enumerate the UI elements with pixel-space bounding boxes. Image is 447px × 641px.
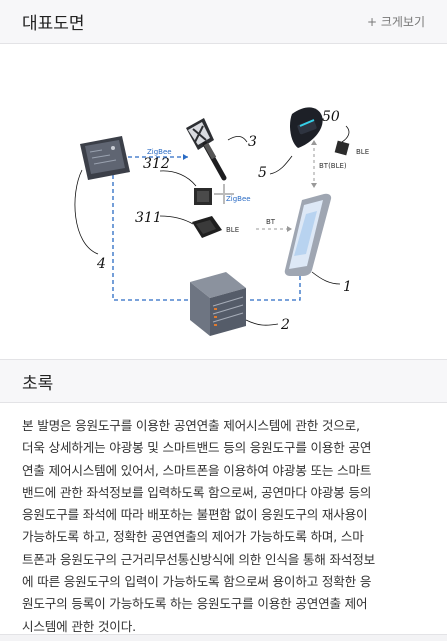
label-1: 1	[343, 279, 352, 295]
leader-311	[159, 215, 194, 225]
label-311: 311	[135, 210, 162, 226]
server-icon	[190, 272, 246, 336]
abstract-line: 더욱 상세하게는 야광봉 및 스마트밴드 등의 응원도구를 이용한 공연	[22, 440, 372, 456]
label-zigbee-right: ZigBee	[226, 195, 251, 203]
bottom-divider	[0, 634, 447, 641]
abstract-line: 시스템에 관한 것이다.	[22, 618, 136, 634]
abstract-line: 연출 제어시스템에 있어서, 스마트폰을 이용하여 야광봉 또는 스마트	[22, 462, 372, 478]
control-console-icon	[80, 136, 130, 180]
representative-drawing-figure[interactable]: 50 3 312 5 311 4 1 2 ZigBee ZigBee BLE B…	[0, 44, 447, 359]
label-3: 3	[248, 134, 257, 150]
representative-drawing-header: 대표도면 + 크게보기	[0, 0, 447, 44]
label-ble-mid: BLE	[226, 226, 239, 234]
system-diagram: 50 3 312 5 311 4 1 2 ZigBee ZigBee BLE B…	[74, 107, 369, 336]
label-2: 2	[280, 317, 290, 333]
leader-4	[74, 169, 99, 255]
leader-2	[245, 319, 279, 326]
abstract-body: 본 발명은 응원도구를 이용한 공연연출 제어시스템에 관한 것으로, 더욱 상…	[0, 403, 447, 638]
label-bt-ble: BT(BLE)	[319, 162, 347, 170]
label-4: 4	[96, 256, 106, 272]
label-bt: BT	[266, 218, 276, 226]
label-312: 312	[143, 156, 170, 172]
zigbee-module-icon	[194, 188, 212, 205]
leader-50	[341, 125, 350, 143]
label-ble-top: BLE	[356, 148, 369, 156]
abstract-line: 트폰과 응원도구의 근거리무선통신방식에 의한 인식을 통해 좌석정보	[22, 551, 376, 567]
zigbee-arrow-icon	[183, 154, 188, 160]
abstract-line: 원도구의 등록이 가능하도록 하는 응원도구를 이용한 공연연출 제어	[22, 596, 368, 612]
bt-ble-arrow-up-icon	[311, 140, 317, 145]
abstract-line: 에 따른 응원도구의 입력이 가능하도록 함으로써 용이하고 정확한 응	[22, 574, 372, 590]
bt-arrow-icon	[287, 226, 292, 232]
leader-3	[227, 136, 248, 143]
section-title-abstract: 초록	[22, 373, 54, 394]
abstract-line: 응원도구를 좌석에 따라 배포하는 불편함 없이 응원도구의 재사용이	[22, 507, 368, 523]
leader-1	[311, 271, 341, 285]
smart-band-icon	[290, 107, 323, 148]
section-title-representative-drawing: 대표도면	[22, 14, 85, 34]
ble-chip-top-icon	[334, 140, 350, 156]
ble-module-icon	[192, 216, 222, 238]
label-5: 5	[258, 165, 267, 181]
leader-5	[269, 155, 293, 175]
smartphone-icon	[284, 193, 332, 276]
abstract-line: 본 발명은 응원도구를 이용한 공연연출 제어시스템에 관한 것으로,	[22, 418, 360, 433]
label-50: 50	[322, 109, 340, 125]
bt-ble-arrow-down-icon	[311, 183, 317, 188]
line-server-to-phone	[250, 266, 301, 301]
network-lines	[112, 156, 301, 301]
plus-icon	[214, 184, 234, 204]
enlarge-link[interactable]: + 크게보기	[366, 15, 425, 29]
abstract-line: 가능하도록 하고, 정확한 공연연출의 제어가 가능하도록 하며, 스마	[22, 529, 364, 545]
line-control-to-server	[112, 168, 190, 301]
label-zigbee-left: ZigBee	[147, 148, 172, 156]
light-stick-icon	[186, 118, 227, 181]
abstract-line: 밴드에 관한 좌석정보를 입력하도록 함으로써, 공연마다 야광봉 등의	[22, 484, 372, 500]
leader-312	[159, 170, 197, 187]
abstract-header: 초록	[0, 359, 447, 403]
